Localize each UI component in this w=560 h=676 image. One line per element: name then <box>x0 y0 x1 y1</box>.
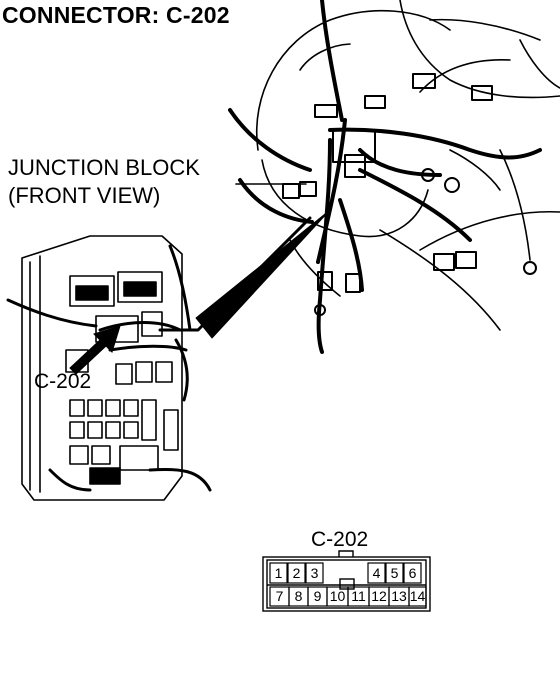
pin-13-label: 13 <box>391 588 407 604</box>
pin-14-label: 14 <box>410 588 426 604</box>
pin-10-label: 10 <box>330 588 346 604</box>
junction-block <box>21 235 183 501</box>
pin-cell <box>269 562 288 584</box>
pin-cell <box>305 562 324 584</box>
junction-block-label-line1: JUNCTION BLOCK <box>8 155 200 180</box>
pin-3-label: 3 <box>311 565 319 581</box>
pin-cell <box>367 562 386 584</box>
junction-block-label: JUNCTION BLOCK (FRONT VIEW) <box>8 154 200 210</box>
pin-cell <box>403 562 422 584</box>
pin-11-label: 11 <box>351 588 366 604</box>
connector-face-title: C-202 <box>311 528 369 551</box>
junction-block-label-line2: (FRONT VIEW) <box>8 183 161 208</box>
pin-cell <box>287 562 306 584</box>
pin-9-label: 9 <box>314 588 322 604</box>
leader-line-junction <box>158 216 312 332</box>
pin-2-label: 2 <box>293 565 301 581</box>
leader-wedge <box>195 209 331 339</box>
wire-harness <box>228 0 542 354</box>
c202-callout-label: C-202 <box>34 370 92 393</box>
diagram-title: CONNECTOR: C-202 <box>2 2 230 28</box>
pin-4-label: 4 <box>373 565 381 581</box>
pin-1-label: 1 <box>275 565 283 581</box>
pin-7-label: 7 <box>276 588 284 604</box>
junction-block-wires <box>6 244 212 492</box>
pin-5-label: 5 <box>391 565 399 581</box>
connector-pins-bottom: 7 8 9 10 11 12 13 14 <box>269 586 427 607</box>
pin-cell <box>385 562 404 584</box>
pin-12-label: 12 <box>371 588 387 604</box>
connector-pins-top: 1 2 3 4 5 6 <box>269 562 422 584</box>
connector-face-c202 <box>262 550 431 612</box>
dash-connectors <box>282 73 537 316</box>
pin-6-label: 6 <box>409 565 417 581</box>
pin-8-label: 8 <box>295 588 303 604</box>
dashboard-outline <box>256 0 560 331</box>
pin-cell <box>408 586 427 607</box>
c202-callout-arrow <box>69 325 121 375</box>
